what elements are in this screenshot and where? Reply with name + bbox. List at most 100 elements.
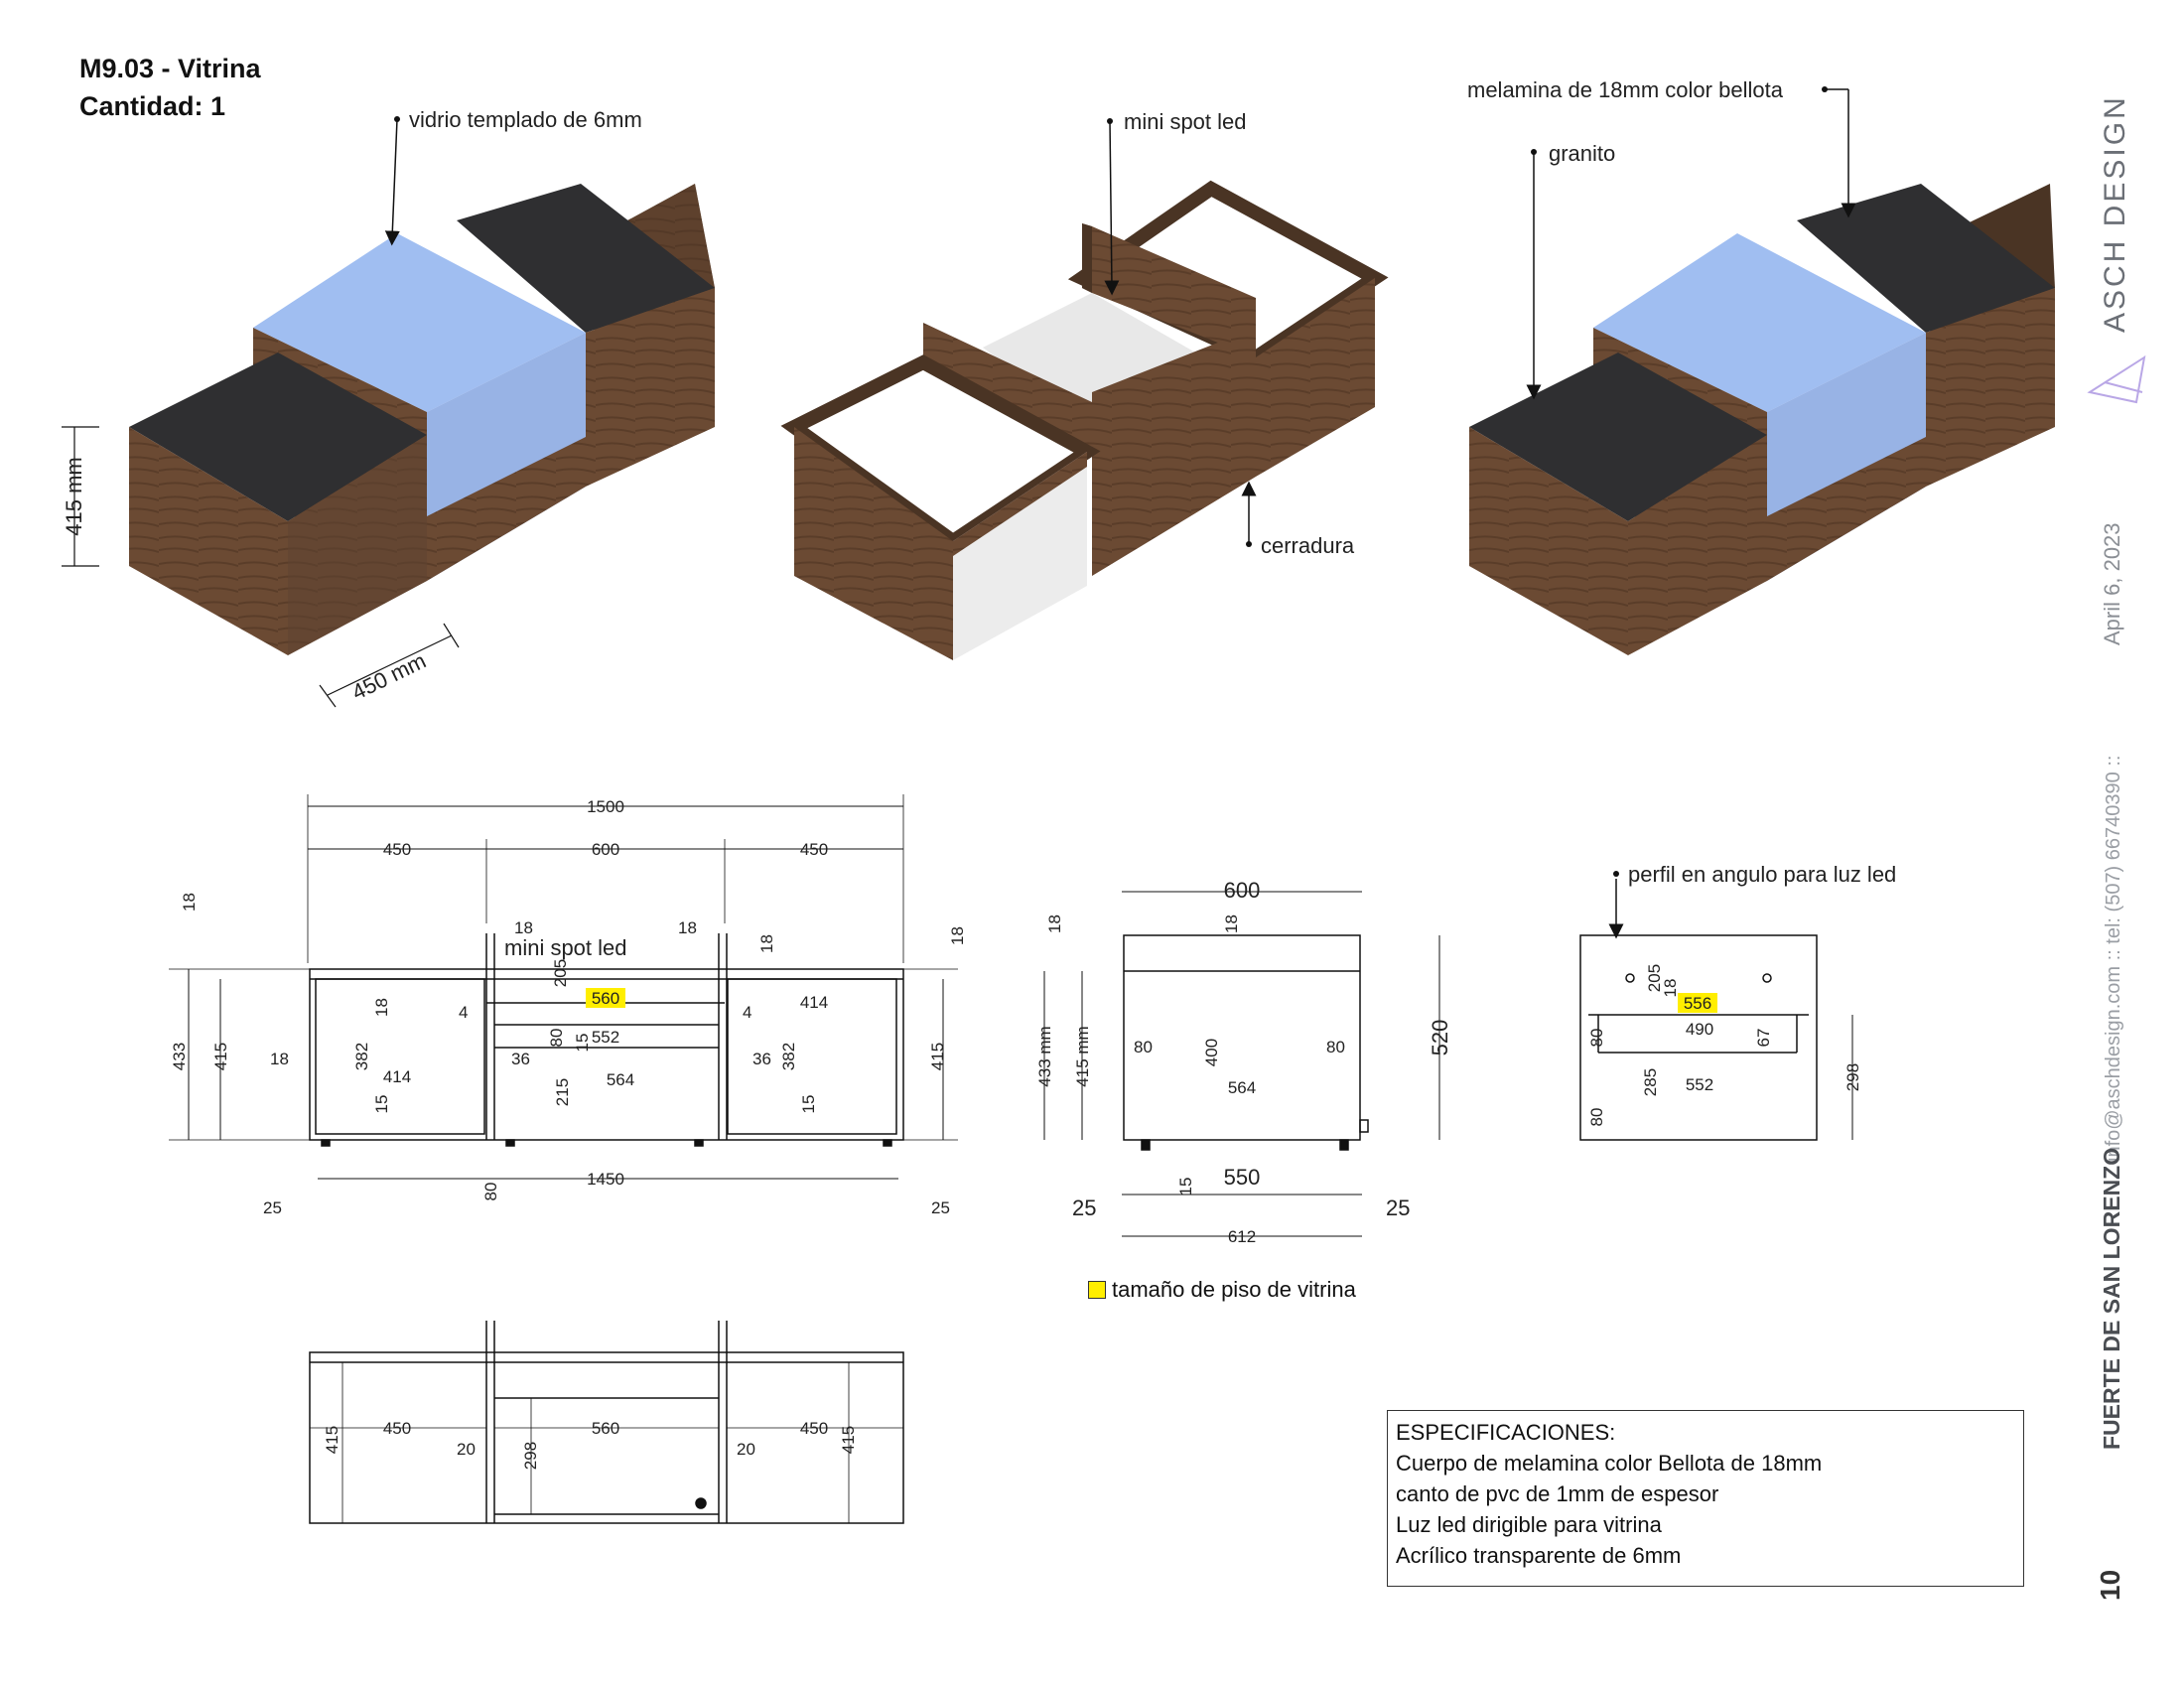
legend-swatch — [1088, 1281, 1106, 1299]
iso-view-open: mini spot led cerradura — [780, 109, 1389, 660]
dim-25: 25 — [1386, 1196, 1410, 1220]
dim-18: 18 — [757, 934, 776, 953]
dim-18: 18 — [1661, 979, 1680, 998]
dim-490: 490 — [1686, 1020, 1713, 1039]
dim-415mm: 415 mm — [1073, 1026, 1092, 1086]
dim-15: 15 — [799, 1095, 818, 1114]
glass-showcase — [253, 233, 586, 412]
title-block-sidebar: ASCH DESIGN April 6, 2023 info@aschdesig… — [2087, 94, 2146, 1601]
item-title: M9.03 - Vitrina — [79, 54, 261, 83]
specs-heading: ESPECIFICACIONES: — [1396, 1420, 1616, 1445]
dim-67: 67 — [1754, 1029, 1773, 1048]
dim-80: 80 — [1326, 1038, 1345, 1056]
dim-80: 80 — [547, 1029, 566, 1048]
dim-4: 4 — [743, 1003, 751, 1022]
dim-600: 600 — [1224, 878, 1261, 903]
dim-15: 15 — [1176, 1178, 1195, 1196]
dim-552: 552 — [592, 1028, 619, 1047]
front-elevation — [169, 794, 958, 1180]
section-detail-labels: perfil en angulo para luz led 205 18 556… — [1587, 862, 1896, 1126]
dim-36: 36 — [511, 1050, 530, 1068]
brand-name: ASCH DESIGN — [2099, 94, 2131, 333]
dim-298: 298 — [1843, 1063, 1862, 1091]
iso-view-finished: melamina de 18mm color bellota granito — [1467, 77, 2055, 655]
front-elevation-labels: 1500 450 600 450 18 18 18 18 18 18 18 43… — [170, 797, 967, 1217]
sheet-title: M9.03 - Vitrina Cantidad: 1 — [79, 50, 261, 125]
dim-556-highlight: 556 — [1684, 994, 1711, 1013]
brand-logo-icon — [2087, 354, 2146, 404]
callout-glass: vidrio templado de 6mm — [409, 107, 642, 132]
legend: tamaño de piso de vitrina — [1088, 1277, 1356, 1303]
dim-415: 415 — [839, 1426, 858, 1454]
dim-36: 36 — [752, 1050, 771, 1068]
dim-18: 18 — [270, 1050, 289, 1068]
side-elevation-labels: 600 18 18 433 mm 415 mm 520 80 80 400 56… — [1035, 878, 1452, 1246]
dim-285: 285 — [1641, 1068, 1660, 1096]
dim-25: 25 — [931, 1198, 950, 1217]
dim-415: 415 — [928, 1043, 947, 1070]
dim-433: 433 — [170, 1043, 189, 1070]
dim-80: 80 — [481, 1183, 500, 1201]
project-name: FUERTE DE SAN LORENZO — [2099, 1148, 2124, 1450]
callout-led-profile: perfil en angulo para luz led — [1628, 862, 1896, 887]
section-detail — [1579, 879, 1853, 1141]
dim-18: 18 — [1222, 914, 1241, 933]
dim-520: 520 — [1428, 1020, 1452, 1056]
dim-564: 564 — [1228, 1078, 1256, 1097]
legend-label: tamaño de piso de vitrina — [1112, 1277, 1356, 1302]
dim-15: 15 — [372, 1095, 391, 1114]
dim-205: 205 — [551, 959, 570, 987]
dim-18: 18 — [678, 918, 697, 937]
dim-20: 20 — [737, 1440, 755, 1459]
dim-382: 382 — [352, 1043, 371, 1070]
dim-80: 80 — [1587, 1029, 1606, 1048]
dim-mid-600: 600 — [592, 840, 619, 859]
item-quantity: Cantidad: 1 — [79, 91, 226, 121]
dim-433mm: 433 mm — [1035, 1026, 1054, 1086]
dim-4: 4 — [459, 1003, 468, 1022]
dim-298: 298 — [521, 1442, 540, 1470]
dim-564: 564 — [607, 1070, 634, 1089]
dim-80: 80 — [1134, 1038, 1153, 1056]
dim-1450: 1450 — [587, 1170, 624, 1189]
dim-iso-height: 415 mm — [62, 457, 86, 535]
dim-450: 450 — [800, 1419, 828, 1438]
sheet-date: April 6, 2023 — [2100, 522, 2124, 645]
iso-view-assembled: vidrio templado de 6mm 415 mm 450 mm — [62, 107, 715, 708]
dim-205: 205 — [1645, 964, 1664, 992]
dim-18: 18 — [948, 926, 967, 945]
dim-612: 612 — [1228, 1227, 1256, 1246]
dim-80: 80 — [1587, 1108, 1606, 1127]
dim-18: 18 — [180, 893, 199, 912]
contact-info: info@aschdesign.com :: tel: (507) 667403… — [2103, 756, 2124, 1162]
plan-view-labels: 450 560 450 415 415 20 20 298 — [323, 1419, 858, 1470]
callout-spot-led: mini spot led — [1124, 109, 1247, 134]
dim-550: 550 — [1224, 1165, 1261, 1190]
dim-552: 552 — [1686, 1075, 1713, 1094]
dim-400: 400 — [1202, 1039, 1221, 1066]
page-number: 10 — [2095, 1570, 2125, 1601]
dim-215: 215 — [553, 1078, 572, 1106]
dim-414: 414 — [800, 993, 828, 1012]
dim-18: 18 — [514, 918, 533, 937]
dim-560-highlight: 560 — [592, 989, 619, 1008]
dim-415: 415 — [211, 1043, 230, 1070]
side-elevation — [1043, 891, 1440, 1237]
spec-line: Acrílico transparente de 6mm — [1396, 1543, 1682, 1568]
dim-415: 415 — [323, 1426, 341, 1454]
plan-view — [309, 1321, 904, 1524]
granite-top-front — [129, 352, 427, 521]
dim-right-450: 450 — [800, 840, 828, 859]
dim-15: 15 — [573, 1034, 592, 1053]
specifications-box: ESPECIFICACIONES: Cuerpo de melamina col… — [1387, 1410, 2024, 1587]
spec-line: Luz led dirigible para vitrina — [1396, 1512, 1662, 1537]
dim-18: 18 — [1045, 914, 1064, 933]
callout-granite: granito — [1549, 141, 1615, 166]
dim-560: 560 — [592, 1419, 619, 1438]
dim-iso-depth: 450 mm — [348, 648, 430, 705]
dim-18: 18 — [372, 998, 391, 1017]
dim-382: 382 — [779, 1043, 798, 1070]
spec-line: Cuerpo de melamina color Bellota de 18mm — [1396, 1451, 1823, 1476]
